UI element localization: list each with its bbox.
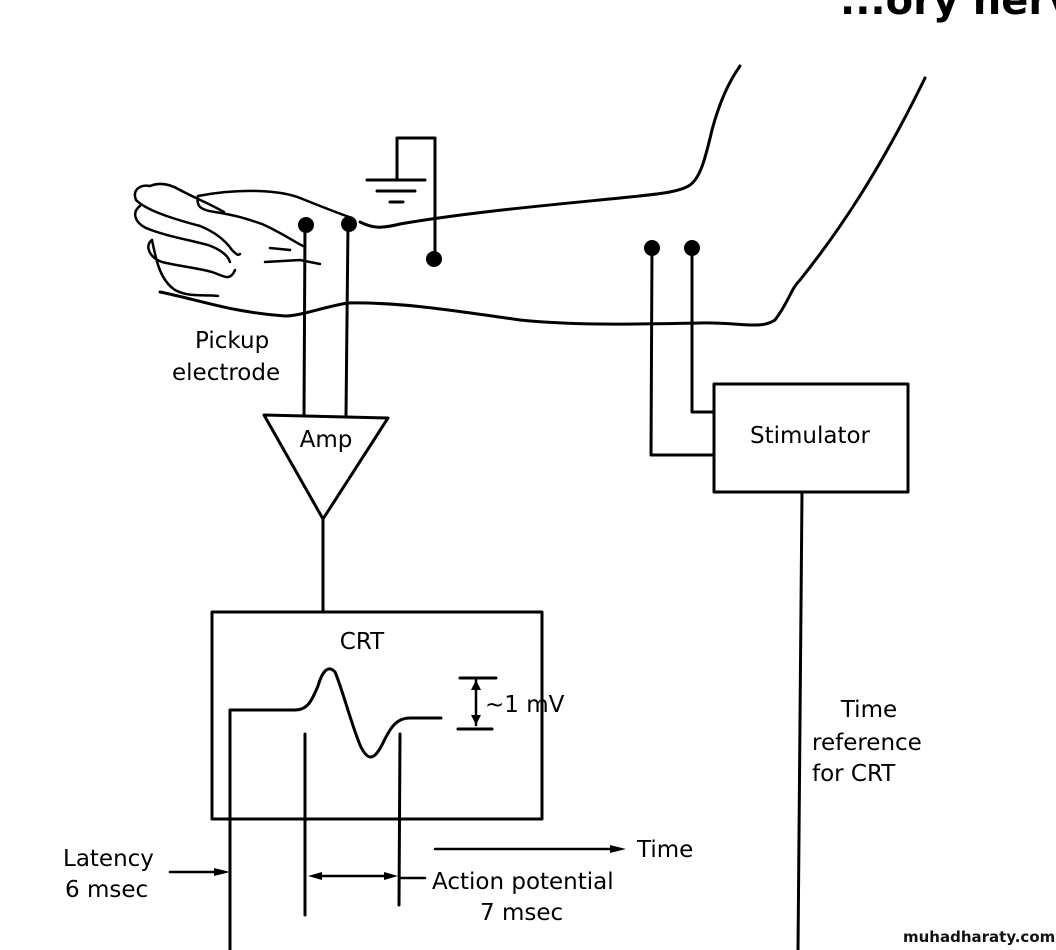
ground-electrode-dot [426, 251, 442, 267]
ground-lead-wire [395, 136, 437, 260]
palm-lower-edge [150, 238, 220, 298]
palm-crease-2 [268, 246, 292, 252]
amplitude-label: ~1 mV [485, 692, 565, 718]
finger-3 [147, 238, 237, 279]
finger-top [148, 182, 226, 214]
stimulator-rect [712, 382, 910, 494]
watermark: muhadharaty.com [903, 928, 1055, 946]
stimulator-label: Stimulator [750, 423, 871, 449]
amp-label: Amp [300, 427, 353, 453]
ap-duration-arrowhead-left [308, 872, 322, 880]
time-reference-label-line3: for CRT [812, 761, 896, 787]
latency-label-line2: 6 msec [65, 877, 148, 903]
time-axis-arrowhead [610, 845, 626, 853]
pickup-wire-1 [302, 223, 307, 417]
amplifier [262, 413, 390, 614]
ap-end-marker [397, 732, 402, 907]
latency-label-line1: Latency [63, 846, 154, 872]
arm-outline [158, 64, 927, 327]
pickup-electrodes [298, 216, 357, 417]
ap-label-line2: 7 msec [480, 900, 563, 926]
time-reference-label-line2: reference [812, 730, 922, 756]
ground-electrode [365, 136, 442, 267]
crt-label: CRT [340, 629, 385, 655]
palm-crease [263, 258, 322, 266]
ap-label-line1: Action potential [432, 869, 614, 895]
crt-rect [210, 610, 544, 821]
stimulating-electrodes [644, 240, 716, 457]
title-fragment: ...ory nerv [840, 0, 1056, 24]
hand-back-edge [196, 189, 354, 220]
finger-1 [133, 184, 242, 257]
crt-display [210, 610, 544, 950]
amplitude-arrowhead-down [471, 715, 481, 725]
time-reference-label-line1: Time [840, 697, 897, 723]
action-potential-trace [228, 667, 443, 950]
pickup-label-line1: Pickup [195, 328, 269, 354]
pickup-wire-2 [344, 222, 350, 417]
time-axis-label: Time [636, 837, 693, 863]
pickup-label-line2: electrode [172, 360, 280, 386]
finger-2 [133, 204, 232, 264]
amplitude-arrowhead-up [471, 680, 481, 690]
ap-duration-arrowhead-right [384, 872, 398, 880]
forearm-upper-edge [358, 64, 742, 229]
stim-wire-2 [690, 246, 716, 414]
stim-wire-1 [649, 246, 715, 457]
latency-arrowhead [214, 868, 230, 876]
forearm-lower-edge [158, 76, 927, 327]
hand-outline [133, 182, 354, 298]
thumb-edge [196, 194, 305, 248]
amplifier-triangle [262, 413, 390, 521]
stimulator-box [712, 382, 910, 950]
time-reference-wire [796, 490, 804, 950]
